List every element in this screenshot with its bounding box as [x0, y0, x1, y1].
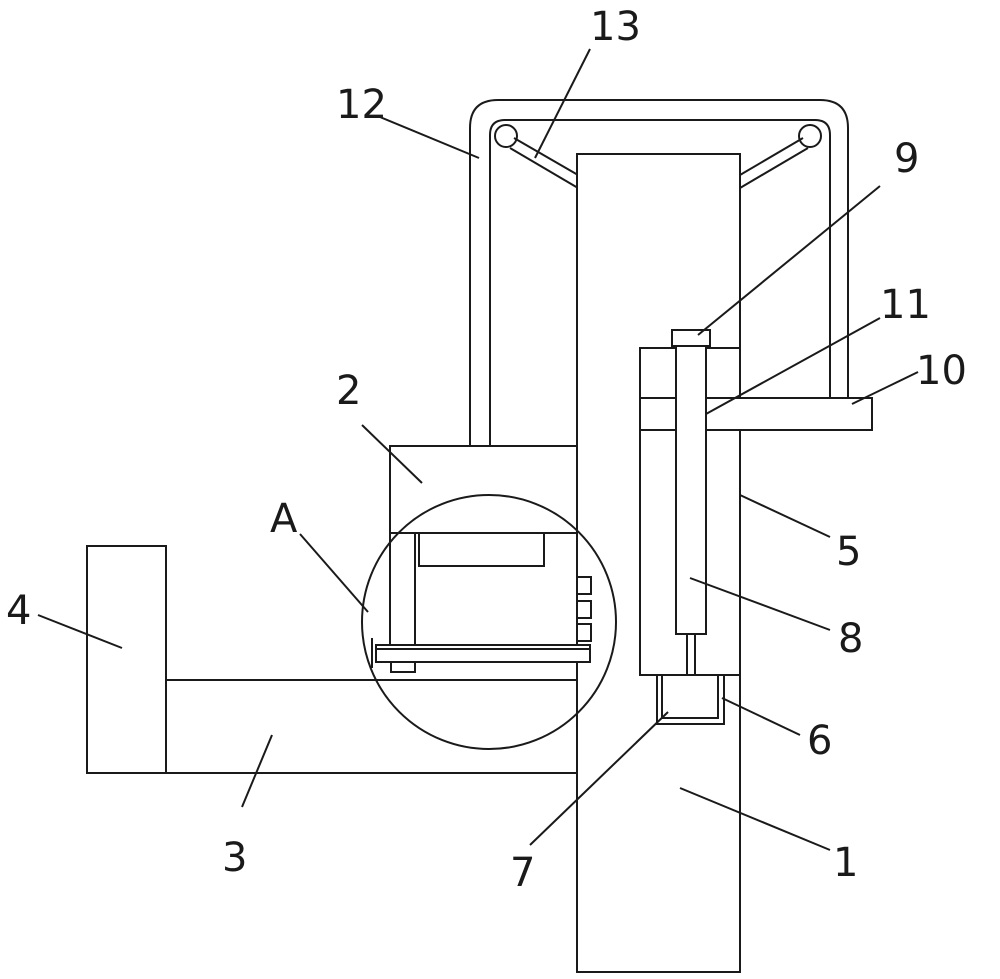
- link-right-a: [739, 137, 804, 176]
- leader-12: [379, 116, 480, 159]
- detail-circle-A: [361, 494, 617, 750]
- label-2: 2: [336, 368, 361, 414]
- leader-4: [37, 614, 123, 649]
- frame-12: [469, 99, 849, 448]
- label-10: 10: [916, 348, 967, 394]
- label-4: 4: [6, 588, 31, 634]
- small-tab: [390, 661, 416, 673]
- leader-6: [721, 697, 801, 736]
- leader-A: [299, 533, 369, 613]
- label-1: 1: [833, 840, 858, 886]
- leader-13: [534, 48, 591, 159]
- bucket-7-inner: [661, 675, 719, 719]
- leader-1: [679, 787, 831, 851]
- leader-5: [739, 494, 831, 538]
- label-11: 11: [880, 282, 931, 328]
- pulley-right: [798, 124, 822, 148]
- frame-12-inner: [489, 119, 831, 448]
- link-left-b: [509, 147, 579, 189]
- side-block-a: [576, 576, 592, 595]
- label-12: 12: [336, 82, 387, 128]
- leader-7: [529, 711, 669, 846]
- side-block-b: [576, 600, 592, 619]
- leader-9: [697, 185, 881, 336]
- label-7: 7: [510, 850, 535, 896]
- cylinder-8: [675, 331, 707, 635]
- label-6: 6: [807, 718, 832, 764]
- leader-8: [689, 577, 831, 631]
- label-8: 8: [838, 616, 863, 662]
- vertical-post: [389, 532, 416, 646]
- label-3: 3: [222, 835, 247, 881]
- side-block-c: [576, 623, 592, 642]
- bar-10: [705, 397, 873, 431]
- pulley-left: [494, 124, 518, 148]
- arm-3: [165, 679, 578, 774]
- label-5: 5: [836, 529, 861, 575]
- link-left-a: [513, 137, 579, 176]
- label-13: 13: [590, 4, 641, 50]
- cylinder-cap-9: [671, 329, 711, 347]
- base-plate: [375, 644, 591, 663]
- box-2: [389, 445, 578, 534]
- inner-plate: [418, 532, 545, 567]
- bucket-6: [656, 674, 725, 725]
- block-4: [86, 545, 167, 774]
- leader-2: [361, 424, 423, 484]
- leader-10: [851, 371, 919, 405]
- leader-3: [241, 734, 273, 808]
- leader-11: [705, 317, 881, 415]
- label-A: A: [270, 496, 298, 542]
- link-right-b: [739, 147, 809, 189]
- label-9: 9: [894, 136, 919, 182]
